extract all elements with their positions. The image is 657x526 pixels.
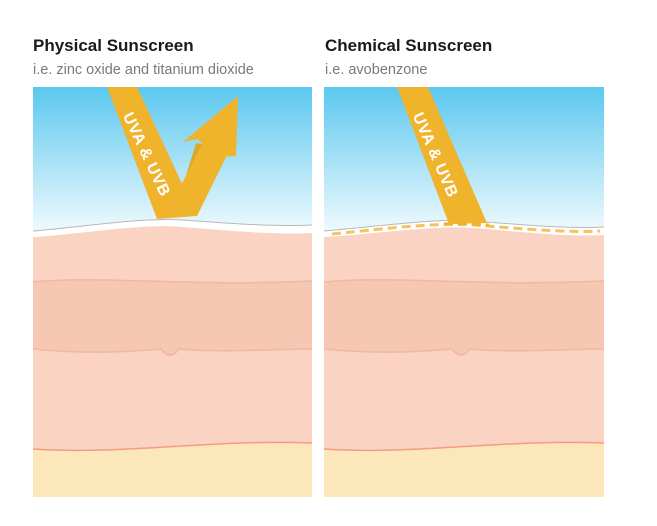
physical-sunscreen-diagram: UVA & UVB <box>33 87 312 497</box>
absorbed-energy-glow <box>443 222 490 227</box>
incoming-uv-ray <box>397 87 487 224</box>
chemical-sunscreen-diagram: UVA & UVB <box>324 87 604 497</box>
wavy-skin-line <box>33 348 312 356</box>
physical-sunscreen-subtitle: i.e. zinc oxide and titanium dioxide <box>33 62 254 78</box>
fat-boundary-line <box>324 441 604 452</box>
fat-layer <box>324 442 604 497</box>
lower-dermis-band <box>324 349 604 451</box>
reflected-arrow-head <box>183 96 238 157</box>
fat-boundary-line <box>33 441 312 452</box>
wavy-skin-line <box>324 348 604 356</box>
incoming-uv-ray <box>107 87 197 219</box>
physical-sunscreen-title: Physical Sunscreen <box>33 36 194 55</box>
dermis-boundary-line <box>33 278 312 284</box>
chemical-sunscreen-title: Chemical Sunscreen <box>325 36 493 55</box>
fat-layer <box>33 442 312 497</box>
lower-dermis-band <box>33 349 312 451</box>
epidermis-layer <box>33 226 312 283</box>
sunscreen-layer-outline <box>33 218 312 232</box>
epidermis-layer <box>324 227 604 283</box>
chemical-sunscreen-subtitle: i.e. avobenzone <box>325 62 428 78</box>
dermis-boundary-line <box>324 278 604 284</box>
reflected-arrow-shaft <box>167 140 229 216</box>
